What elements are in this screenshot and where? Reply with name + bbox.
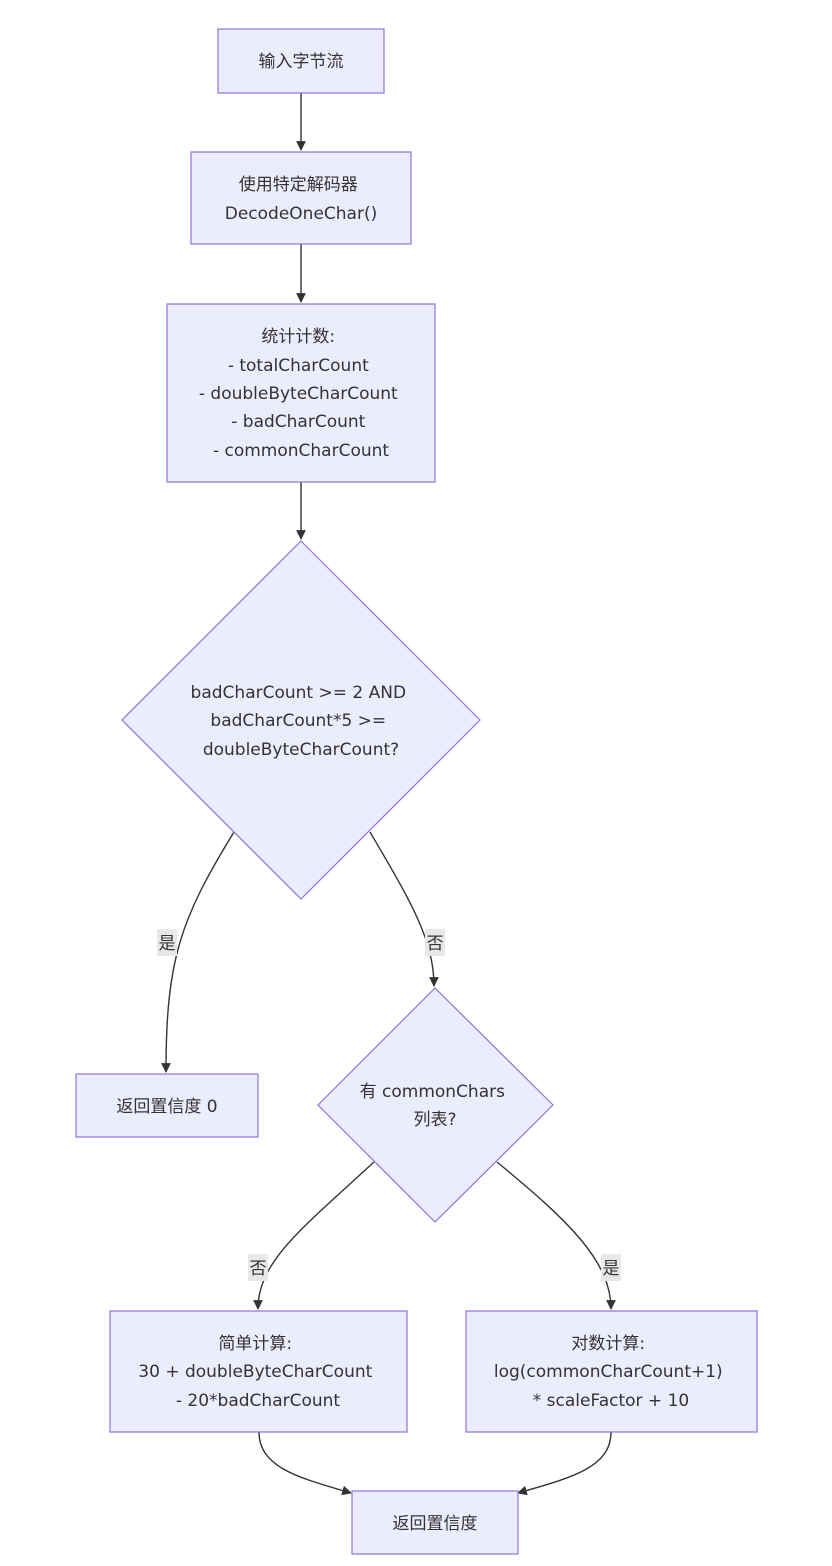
- node-return-zero-label: 返回置信度 0: [116, 1097, 217, 1117]
- edge-label-common-no-text: 否: [250, 1259, 267, 1279]
- edge-label-bad-yes-text: 是: [159, 934, 176, 954]
- node-decode-box: [190, 151, 412, 245]
- node-count-box: [166, 303, 436, 483]
- node-log-calc-box: [465, 1310, 758, 1433]
- edge-simple-to-return: [258, 1431, 352, 1496]
- node-count-label: 统计计数: - totalCharCount - doubleByteCharC…: [199, 327, 403, 461]
- node-check-bad-diamond: [121, 540, 481, 900]
- node-return-zero-box: [75, 1073, 259, 1138]
- edge-check-bad-yes: [161, 831, 235, 1073]
- node-return-conf-label: 返回置信度: [393, 1514, 478, 1534]
- edge-check-common-yes: [496, 1161, 616, 1310]
- edge-label-bad-no-text: 否: [427, 934, 444, 954]
- edge-label-bad-no: 否: [425, 929, 445, 956]
- node-check-common-diamond: [317, 987, 554, 1223]
- node-simple-calc-box: [109, 1310, 408, 1433]
- edge-log-to-return: [517, 1431, 612, 1496]
- node-return-conf-box: [351, 1490, 519, 1555]
- edge-check-bad-no: [369, 831, 439, 987]
- edges: [161, 93, 616, 1496]
- edge-label-common-no: 否: [248, 1254, 268, 1281]
- node-check-bad-label: badCharCount >= 2 AND badCharCount*5 >= …: [191, 683, 412, 760]
- node-simple-calc-label: 简单计算: 30 + doubleByteCharCount - 20*badC…: [138, 1334, 377, 1411]
- node-decode-label: 使用特定解码器 DecodeOneChar(): [225, 174, 377, 224]
- edge-label-common-yes-text: 是: [603, 1259, 620, 1279]
- node-check-common-label: 有 commonChars 列表?: [360, 1082, 511, 1130]
- edge-label-common-yes: 是: [601, 1254, 621, 1281]
- node-input-box: [217, 28, 385, 94]
- nodes: [75, 28, 758, 1555]
- node-input-label: 输入字节流: [259, 52, 344, 72]
- edge-label-bad-yes: 是: [157, 929, 177, 956]
- edge-check-common-no: [253, 1161, 375, 1310]
- node-log-calc-label: 对数计算: log(commonCharCount+1) * scaleFact…: [494, 1334, 728, 1411]
